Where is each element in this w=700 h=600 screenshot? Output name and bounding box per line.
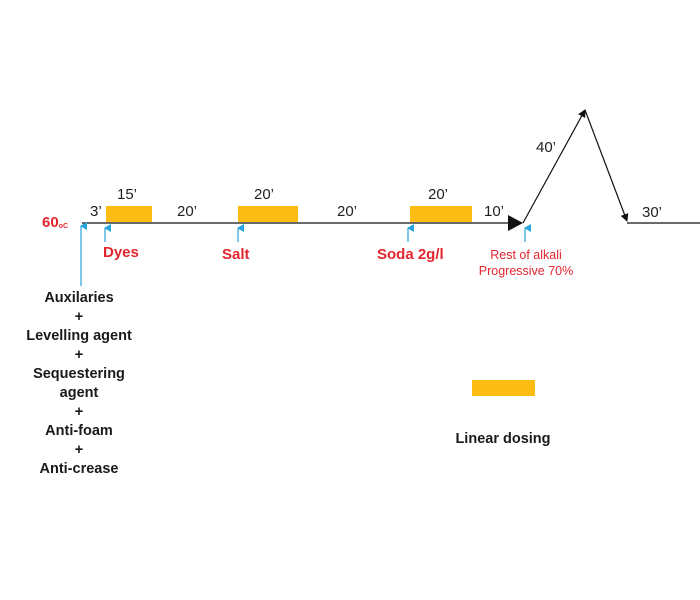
auxiliaries-list: Auxilaries + Levelling agent + Sequester… [26, 290, 132, 477]
legend-swatch [472, 380, 535, 396]
progressive-label: Progressive 70% [479, 264, 574, 278]
aux-line: Auxilaries [44, 290, 113, 306]
dosing-bar-dyes [106, 206, 152, 222]
rest-alkali-label: Rest of alkali [490, 248, 562, 262]
time-30: 30’ [642, 204, 662, 221]
dosing-bar-salt [238, 206, 298, 222]
aux-plus: + [75, 442, 83, 458]
time-40: 40’ [536, 139, 556, 156]
dyes-label: Dyes [103, 244, 139, 261]
time-10: 10’ [484, 203, 504, 220]
aux-line: agent [60, 385, 99, 401]
dosing-bar-soda [410, 206, 472, 222]
start-temperature: 60oC [42, 214, 68, 231]
time-20-c: 20’ [337, 203, 357, 220]
aux-plus: + [75, 309, 83, 325]
temperature-fall-line [584, 109, 629, 222]
soda-label: Soda 2g/l [377, 246, 444, 263]
aux-line: Levelling agent [26, 328, 132, 344]
aux-line: Anti-foam [45, 423, 113, 439]
legend: Linear dosing [455, 380, 551, 447]
aux-plus: + [75, 347, 83, 363]
aux-line: Anti-crease [40, 461, 119, 477]
process-arrow-head [508, 215, 523, 231]
temperature-rise-line [522, 109, 586, 224]
time-15: 15’ [117, 186, 137, 203]
aux-plus: + [75, 404, 83, 420]
aux-line: Sequestering [33, 366, 125, 382]
time-20-b: 20’ [254, 186, 274, 203]
legend-label: Linear dosing [455, 431, 550, 447]
time-3: 3’ [90, 203, 102, 220]
time-20-d: 20’ [428, 186, 448, 203]
time-20-a: 20’ [177, 203, 197, 220]
salt-label: Salt [222, 246, 250, 263]
